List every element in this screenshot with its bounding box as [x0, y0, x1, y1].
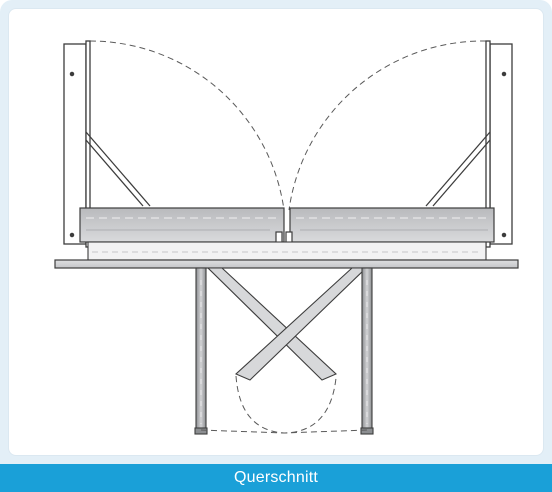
cross-section-drawing: [54, 40, 519, 435]
swing-arc-bottom: [200, 375, 368, 434]
left-door-panel: [63, 40, 151, 248]
caption-text: Querschnitt: [233, 469, 318, 486]
swing-arc-left: [89, 40, 285, 211]
deck: [79, 207, 495, 245]
base-box: [87, 241, 487, 261]
swing-arc-right: [288, 40, 487, 211]
scissor-lift: [194, 267, 374, 435]
table-top: [54, 259, 519, 269]
caption-bar: Querschnitt: [0, 464, 552, 492]
right-door-panel: [425, 40, 513, 248]
